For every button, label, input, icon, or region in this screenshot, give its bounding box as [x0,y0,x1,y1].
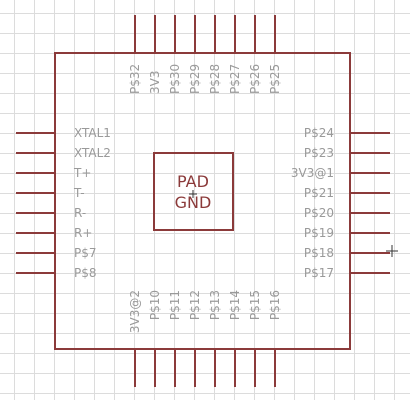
pin-label-bottom: P$12 [188,290,202,320]
component-body[interactable] [54,52,351,350]
pin-label-right: P$24 [304,126,334,140]
pin-label-bottom: P$16 [268,290,282,320]
pin-label-right: 3V3@1 [291,166,334,180]
pin-label-top: P$28 [208,64,222,94]
pin-label-top: P$26 [248,64,262,94]
pin-label-left: R- [74,206,86,220]
pin-label-left: XTAL1 [74,126,111,140]
pin-label-top: P$29 [188,64,202,94]
pad-label: PAD [177,172,209,191]
pin-label-right: P$20 [304,206,334,220]
pin-label-bottom: P$14 [228,290,242,320]
pin-label-top: 3V3 [148,71,162,94]
pin-label-top: P$25 [268,64,282,94]
pin-label-left: R+ [74,226,92,240]
pin-label-left: P$8 [74,266,97,280]
pin-label-right: P$21 [304,186,334,200]
pin-label-top: P$27 [228,64,242,94]
pin-label-right: P$19 [304,226,334,240]
pin-label-bottom: 3V3@2 [128,290,142,333]
pin-label-left: P$7 [74,246,97,260]
pin-label-bottom: P$10 [148,290,162,320]
crosshair-cursor-icon [386,245,398,257]
pin-label-bottom: P$11 [168,290,182,320]
pin-label-top: P$30 [168,64,182,94]
gnd-label: GND [175,193,212,212]
pins-top-group: P$32 3V3 P$30 P$29 P$28 P$27 P$26 P$25 [128,15,282,94]
pin-label-left: T+ [73,166,91,180]
pin-label-bottom: P$13 [208,290,222,320]
pins-right-group: P$24P$23 3V3@1P$21P$20P$19P$18P$17 [291,126,390,280]
ground-pad[interactable] [153,152,234,231]
pin-label-left: T- [73,186,85,200]
pin-label-left: XTAL2 [74,146,111,160]
pin-label-right: P$23 [304,146,334,160]
pin-label-bottom: P$15 [248,290,262,320]
pin-label-top: P$32 [128,64,142,94]
pins-bottom-group: 3V3@2 P$10 P$11 P$12 P$13 P$14 P$15 P$16 [128,290,282,387]
pin-label-right: P$17 [304,266,334,280]
pin-label-right: P$18 [304,246,334,260]
origin-cross-icon [189,190,197,198]
